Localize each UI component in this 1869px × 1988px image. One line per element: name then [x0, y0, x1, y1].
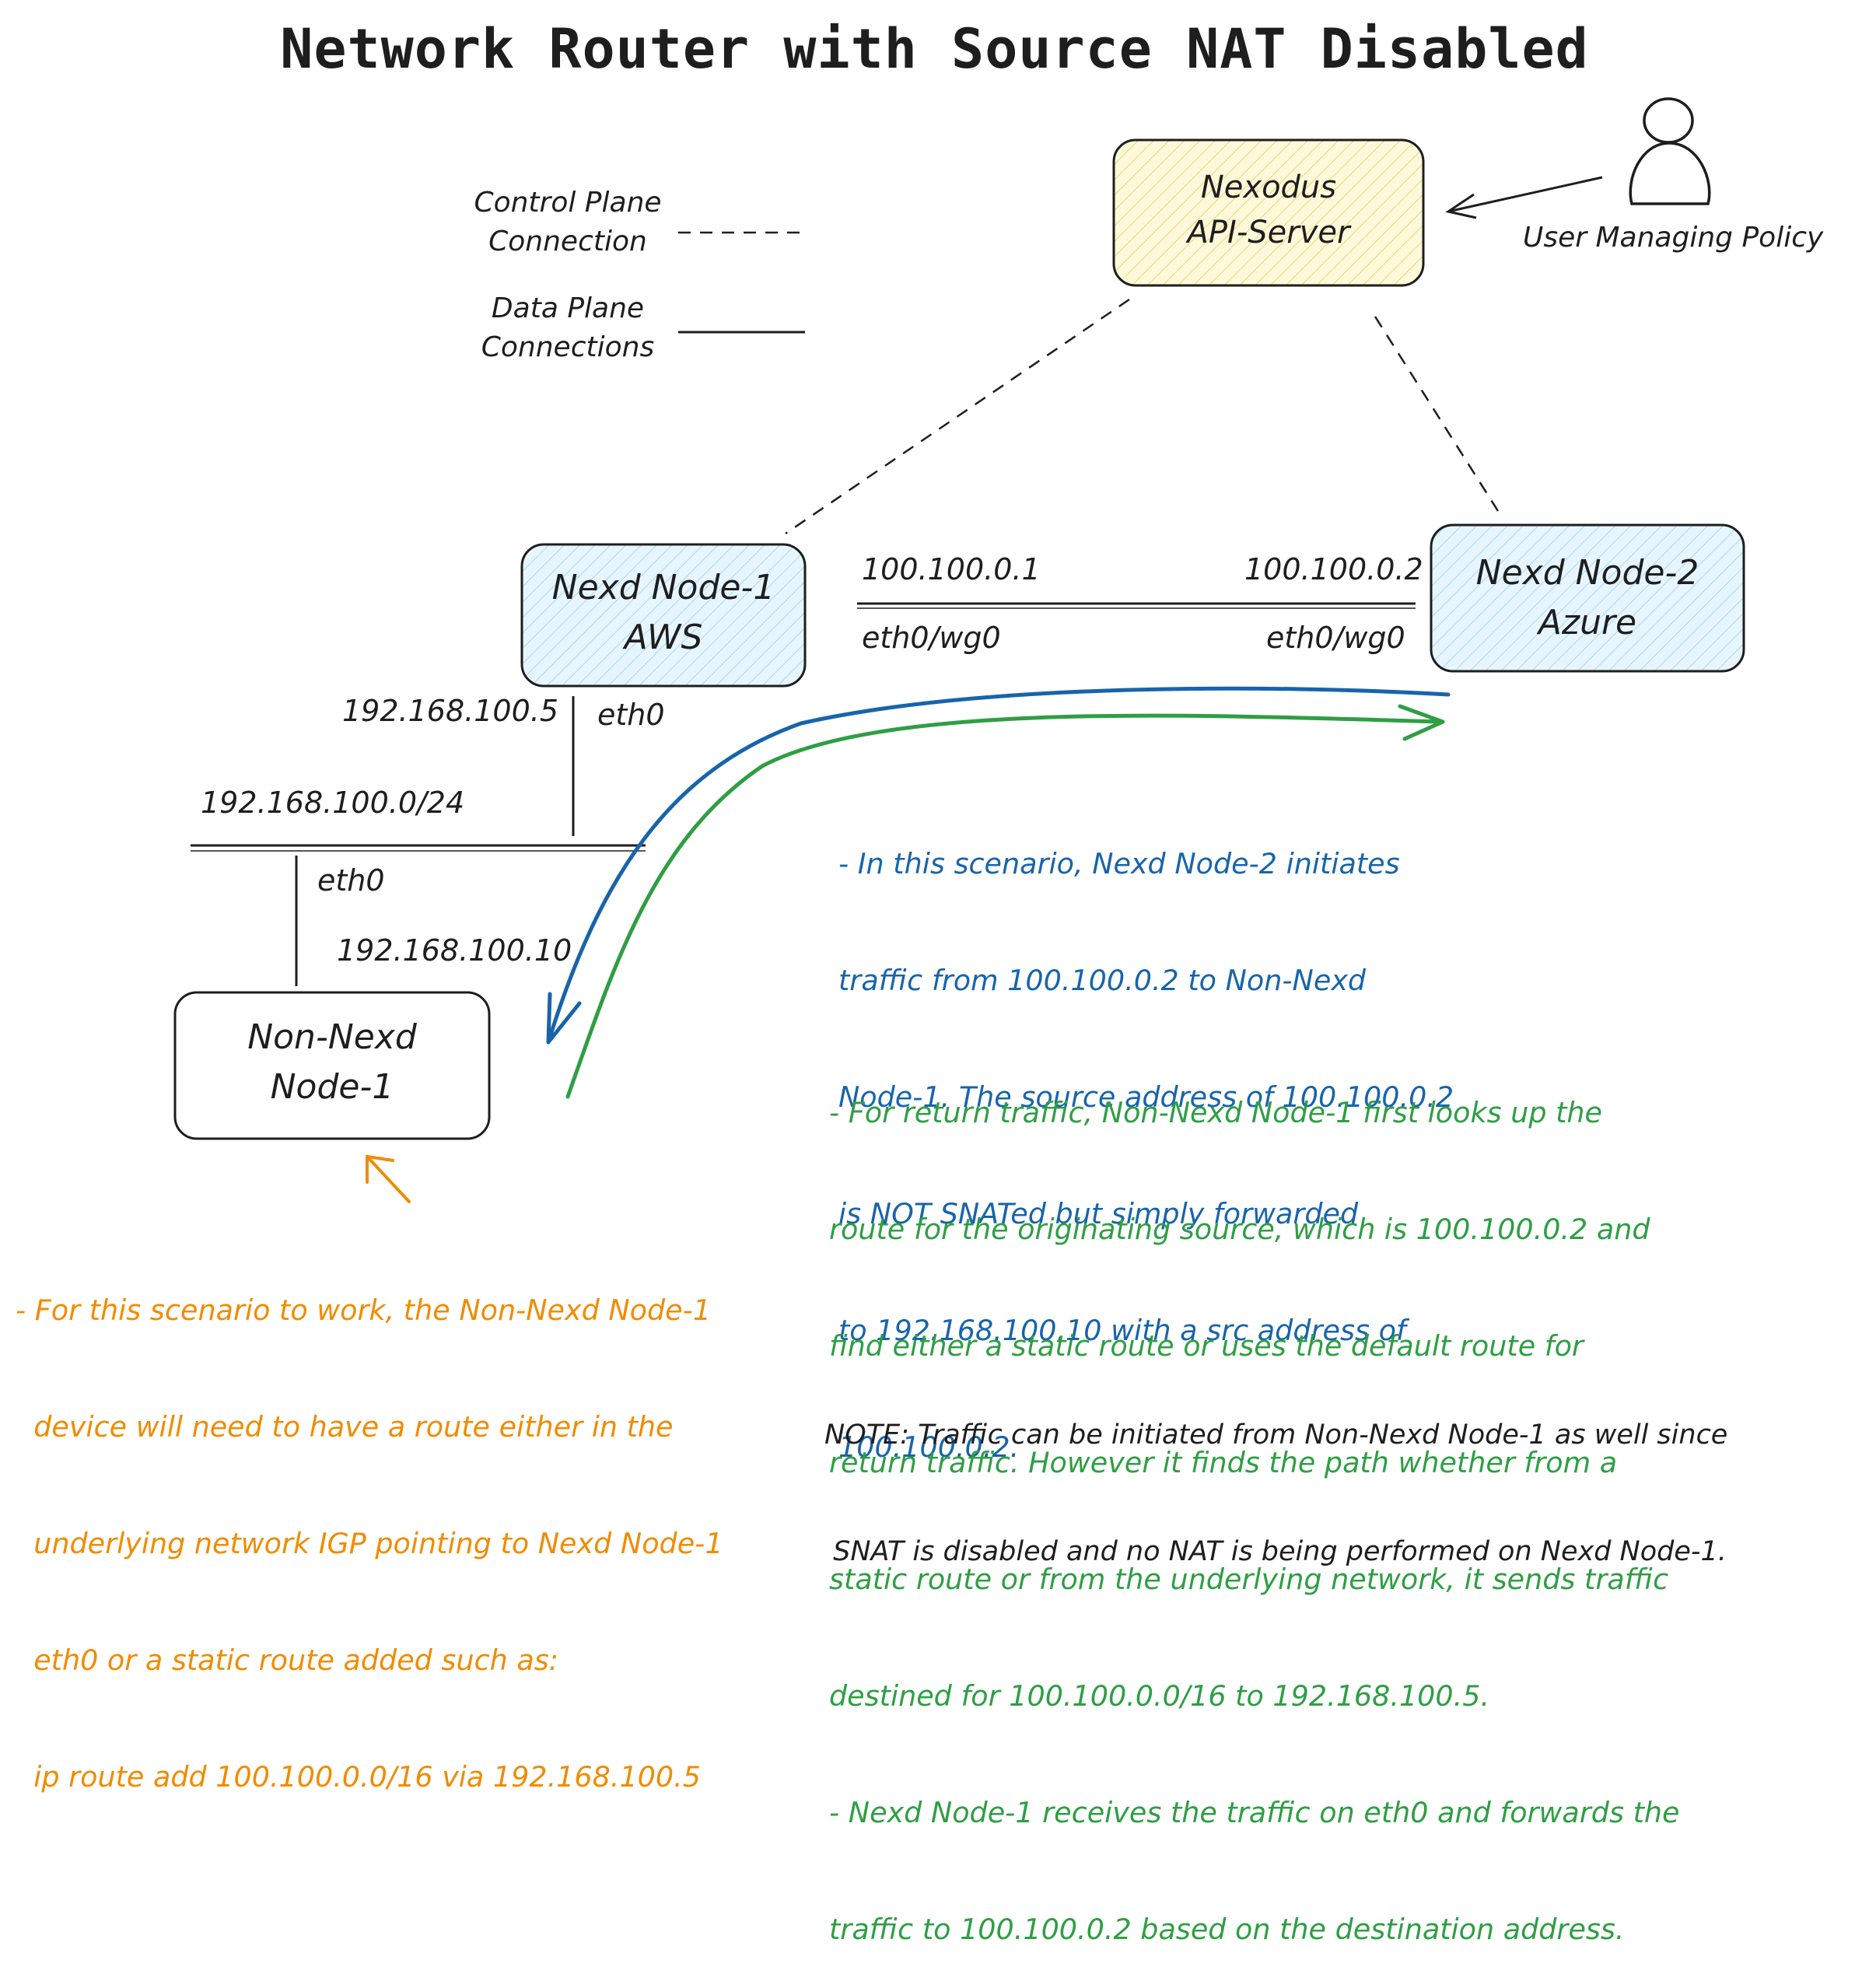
control-connection-node1 [785, 298, 1130, 535]
nexd-node2-box [1430, 523, 1745, 673]
node1-label: Nexd Node-1 AWS [508, 563, 819, 663]
legend-control-line1: Control Plane [474, 187, 662, 219]
forward-traffic-arrow [546, 686, 1451, 1045]
person-icon [1629, 97, 1711, 205]
node2-cloud: Azure [1538, 603, 1637, 642]
nat-note-line: SNAT is disabled and no NAT is being per… [824, 1536, 1727, 1567]
blue-note-line: Node-1. The source address of 100.100.0.… [838, 1080, 1454, 1114]
route-requirement-note: - For this scenario to work, the Non-Nex… [16, 1213, 723, 1836]
node1-wg-if: eth0/wg0 [862, 621, 1001, 655]
orange-note-line: - For this scenario to work, the Non-Nex… [16, 1293, 712, 1327]
orange-note-line: eth0 or a static route added such as: [16, 1643, 559, 1677]
arrow-icon [1445, 176, 1603, 219]
legend-data-line2: Connections [481, 331, 655, 363]
route-note-arrow [366, 1155, 411, 1203]
green-note-line: route for the originating source, which … [829, 1213, 1650, 1246]
page-title: Network Router with Source NAT Disabled [280, 17, 1589, 81]
subnet-label: 192.168.100.0/24 [201, 786, 465, 820]
green-note-line: - For return traffic, Non-Nexd Node-1 fi… [829, 1096, 1603, 1129]
user-label: User Managing Policy [1523, 222, 1824, 254]
node1-lan-if: eth0 [597, 698, 665, 732]
control-connection-node2 [1374, 316, 1500, 512]
api-server-box [1112, 138, 1425, 287]
green-note-line: traffic to 100.100.0.2 based on the dest… [829, 1913, 1625, 1946]
legend-control-line2: Connection [488, 226, 647, 257]
node1-cloud: AWS [624, 618, 703, 657]
api-server-label: Nexodus API-Server [1114, 165, 1423, 255]
green-note-line: - Nexd Node-1 receives the traffic on et… [829, 1796, 1680, 1829]
node2-wg-if: eth0/wg0 [1266, 621, 1405, 655]
non-nexd-node-box [173, 991, 491, 1140]
api-server-line2: API-Server [1187, 215, 1350, 250]
api-server-line1: Nexodus [1200, 170, 1337, 205]
non-nexd-label: Non-Nexd Node-1 [177, 1013, 488, 1112]
node2-label: Nexd Node-2 Azure [1432, 548, 1743, 648]
node1-lan-ip: 192.168.100.5 [342, 694, 559, 728]
nat-note: NOTE: Traffic can be initiated from Non-… [824, 1338, 1727, 1610]
node2-name: Nexd Node-2 [1475, 553, 1699, 593]
blue-note-line: - In this scenario, Nexd Node-2 initiate… [838, 847, 1400, 880]
orange-note-line: device will need to have a route either … [16, 1410, 674, 1444]
orange-note-line: underlying network IGP pointing to Nexd … [16, 1527, 723, 1560]
blue-note-line: is NOT SNATed but simply forwarded [838, 1197, 1359, 1230]
legend-data-line1: Data Plane [491, 292, 645, 324]
legend-data-label: Data Plane Connections [451, 289, 684, 367]
green-note-line: destined for 100.100.0.0/16 to 192.168.1… [829, 1679, 1490, 1713]
orange-note-line: ip route add 100.100.0.0/16 via 192.168.… [16, 1760, 701, 1794]
node1-wg-ip: 100.100.0.1 [862, 552, 1041, 586]
node2-wg-ip: 100.100.0.2 [1244, 552, 1423, 586]
non-nexd-if: eth0 [317, 863, 385, 898]
legend-control-label: Control Plane Connection [451, 184, 684, 261]
green-note-line: find either a static route or uses the d… [829, 1329, 1584, 1363]
return-traffic-arrow [565, 704, 1445, 1099]
diagram-canvas [173, 97, 1745, 1203]
nat-note-line: NOTE: Traffic can be initiated from Non-… [824, 1419, 1728, 1451]
nexd-node1-box [520, 543, 807, 688]
non-nexd-name: Non-Nexd [247, 1017, 417, 1057]
node1-name: Nexd Node-1 [551, 568, 775, 607]
blue-note-line: traffic from 100.100.0.2 to Non-Nexd [838, 964, 1367, 997]
non-nexd-ip: 192.168.100.10 [337, 933, 572, 968]
non-nexd-name2: Node-1 [270, 1067, 394, 1107]
blue-note-line: to 192.168.100.10 with a src address of [838, 1314, 1406, 1347]
